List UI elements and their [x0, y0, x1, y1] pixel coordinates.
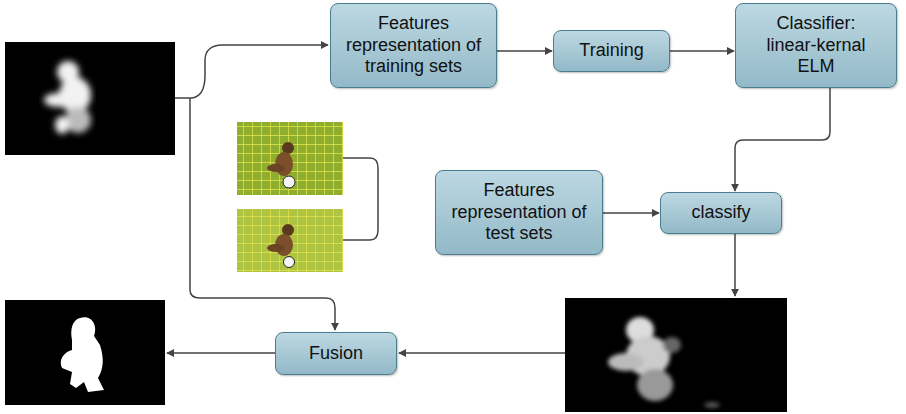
wire: [734, 234, 736, 296]
wire: [167, 352, 275, 354]
result-image: [565, 298, 787, 412]
process-box: Classifier: linear-kernal ELM: [735, 3, 897, 88]
test-image: [237, 209, 343, 272]
process-box: Features representation of training sets: [330, 3, 497, 88]
process-box: Fusion: [275, 332, 397, 375]
wire: [175, 45, 328, 98]
wire: [343, 158, 378, 213]
connector-arrow: [735, 88, 830, 191]
box-label: Classifier: linear-kernal ELM: [750, 13, 882, 78]
box-label: Features representation of training sets: [343, 13, 484, 78]
connector-arrow: [497, 50, 552, 52]
process-box: Features representation of test sets: [435, 170, 603, 255]
output-image: [5, 300, 165, 405]
input-saliency-image: [5, 42, 175, 155]
wire: [343, 213, 378, 240]
wire: [190, 98, 335, 330]
box-label: Training: [579, 40, 643, 62]
wire: [399, 352, 565, 354]
box-label: classify: [691, 202, 750, 224]
box-label: Features representation of test sets: [450, 180, 588, 245]
test-image: [237, 122, 343, 195]
layout-wires: [167, 45, 735, 353]
connector-arrow: [670, 50, 734, 52]
process-box: classify: [660, 192, 782, 234]
box-label: Fusion: [309, 343, 363, 365]
process-box: Training: [553, 30, 670, 72]
connector-arrow: [603, 212, 659, 214]
